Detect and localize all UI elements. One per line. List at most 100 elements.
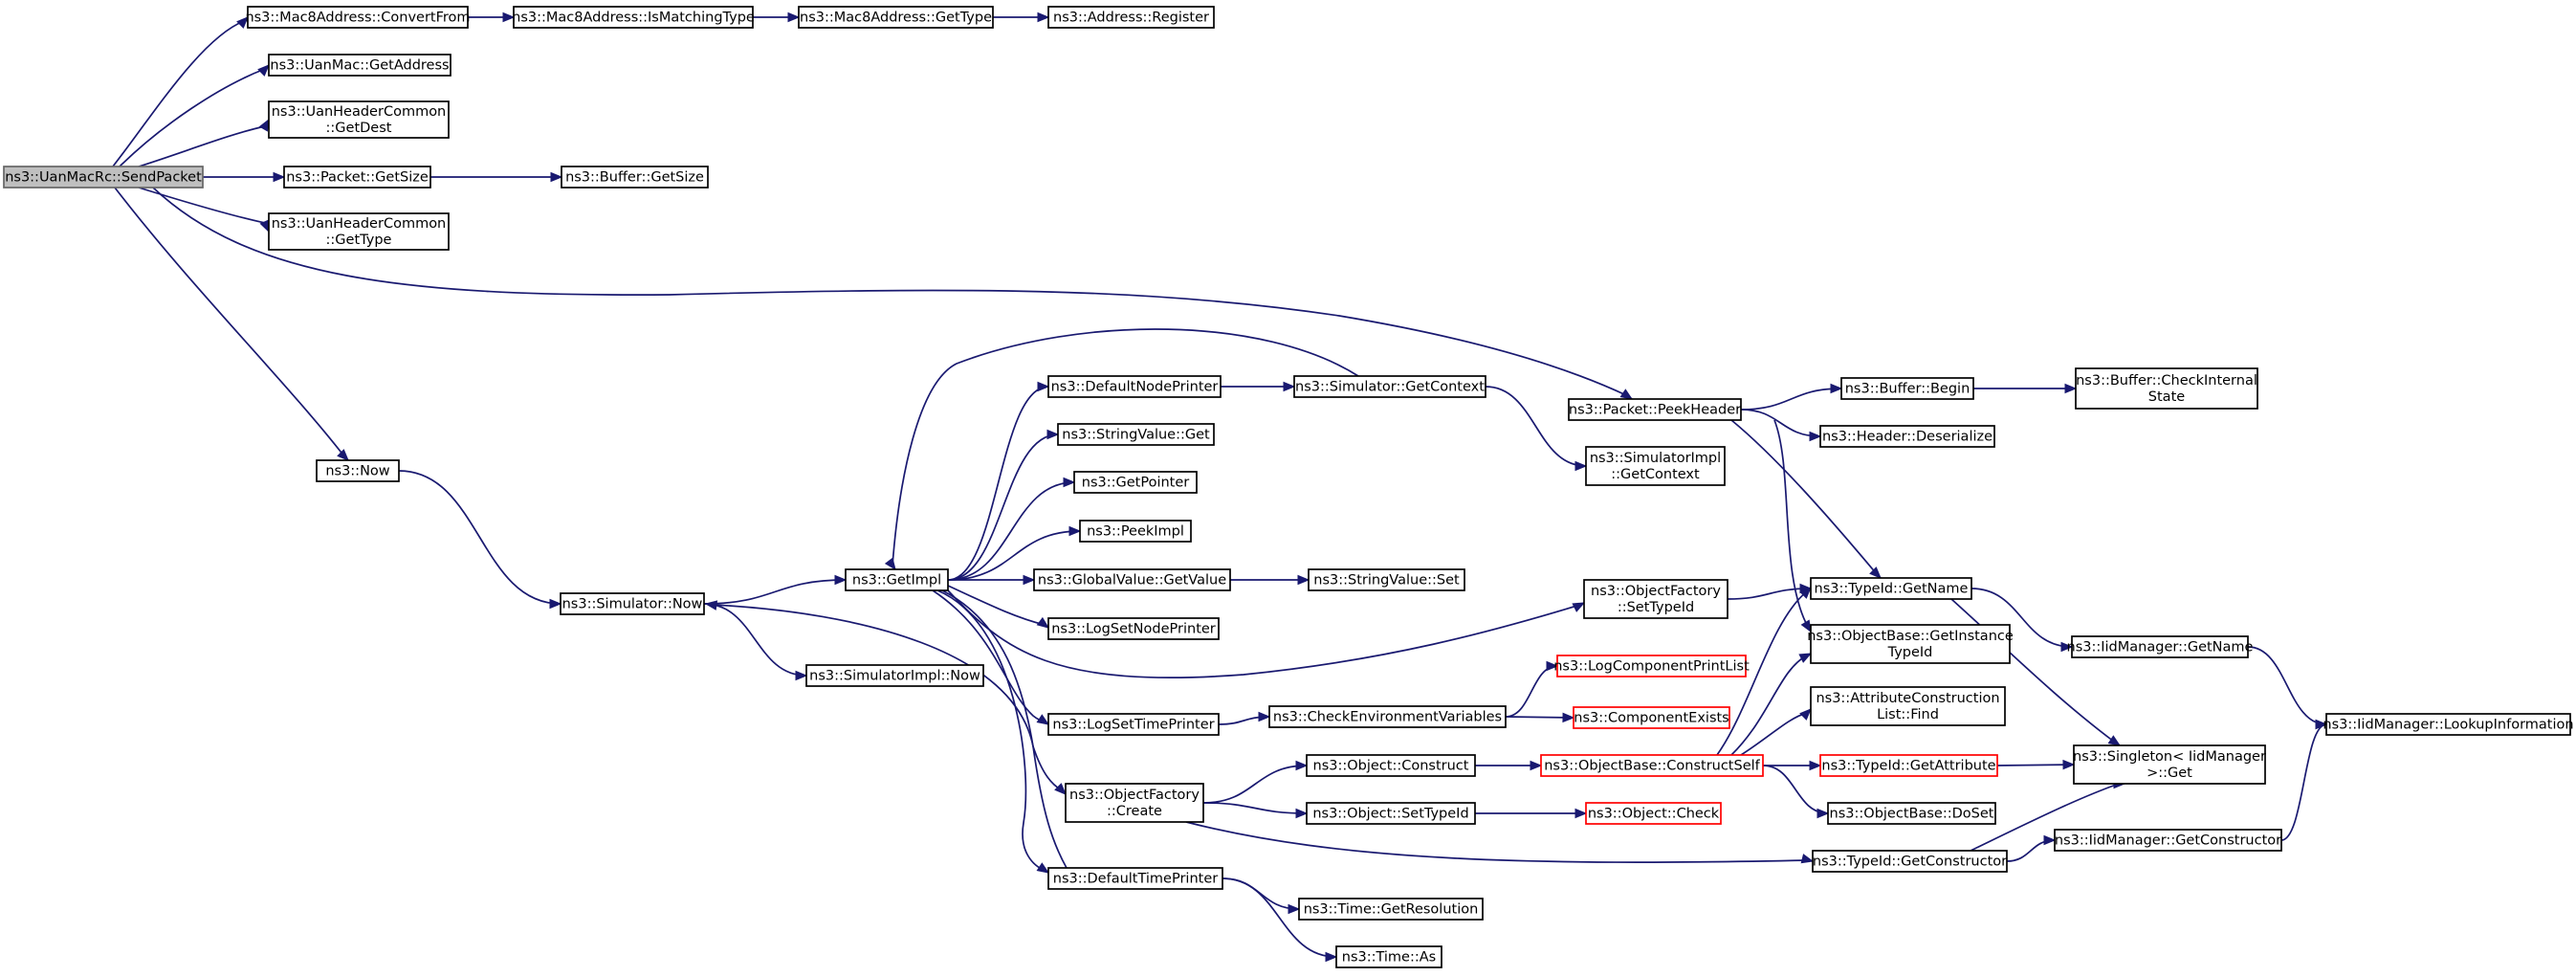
node-typeidgetctor[interactable]: ns3::TypeId::GetConstructor [1812,850,2008,873]
node-bufgetsize[interactable]: ns3::Buffer::GetSize [561,166,709,189]
node-singletonget[interactable]: ns3::Singleton< IidManager >::Get [2073,744,2266,785]
node-box[interactable] [3,166,204,189]
node-iidgetctor[interactable]: ns3::IidManager::GetConstructor [2054,829,2282,852]
node-box[interactable] [1079,520,1192,543]
node-box[interactable] [1047,375,1222,398]
node-box[interactable] [1047,867,1223,890]
node-box[interactable] [283,166,431,189]
node-box[interactable] [1065,783,1204,823]
node-uanmacgetaddr[interactable]: ns3::UanMac::GetAddress [268,54,451,77]
node-box[interactable] [1840,377,1974,400]
node-simnow[interactable]: ns3::Simulator::Now [560,592,705,615]
node-box[interactable] [1073,471,1198,494]
node-typeidgetname[interactable]: ns3::TypeId::GetName [1810,577,1972,600]
node-box[interactable] [2054,829,2282,852]
node-box[interactable] [1057,423,1215,446]
node-peekheader[interactable]: ns3::Packet::PeekHeader [1568,398,1742,421]
node-box[interactable] [268,212,450,251]
node-box[interactable] [1568,398,1742,421]
node-objsettypeid[interactable]: ns3::Object::SetTypeId [1306,802,1476,825]
node-now[interactable]: ns3::Now [316,459,400,482]
node-box[interactable] [1810,624,2011,664]
node-box[interactable] [268,54,451,77]
node-box[interactable] [268,100,450,139]
node-box[interactable] [513,6,754,29]
node-box[interactable] [1573,706,1730,729]
node-objbasedoset[interactable]: ns3::ObjectBase::DoSet [1827,802,1996,825]
node-box[interactable] [1812,850,2008,873]
node-strvalget[interactable]: ns3::StringValue::Get [1057,423,1215,446]
node-simimplgetctx[interactable]: ns3::SimulatorImpl::GetContext [1585,446,1726,486]
node-getpointer[interactable]: ns3::GetPointer [1073,471,1198,494]
node-box[interactable] [1819,425,1995,448]
node-box[interactable] [1827,802,1996,825]
node-logsetnode[interactable]: ns3::LogSetNodePrinter [1047,617,1220,640]
node-pktgetsize[interactable]: ns3::Packet::GetSize [283,166,431,189]
node-addrregister[interactable]: ns3::Address::Register [1047,6,1215,29]
node-bufbegin[interactable]: ns3::Buffer::Begin [1840,377,1974,400]
node-simgetctx[interactable]: ns3::Simulator::GetContext [1293,375,1486,398]
node-box[interactable] [1585,802,1722,825]
node-box[interactable] [1540,754,1764,777]
node-logcompprint[interactable]: ns3::LogComponentPrintList [1553,655,1750,677]
node-box[interactable] [1268,705,1507,728]
node-box[interactable] [2071,635,2249,658]
node-box[interactable] [1298,898,1484,921]
node-compexists[interactable]: ns3::ComponentExists [1573,706,1730,729]
node-timeas[interactable]: ns3::Time::As [1335,945,1442,968]
node-box[interactable] [1810,577,1972,600]
node-deftimeprinter[interactable]: ns3::DefaultTimePrinter [1047,867,1223,890]
node-box[interactable] [2073,744,2266,785]
node-checkenv[interactable]: ns3::CheckEnvironmentVariables [1268,705,1507,728]
node-box[interactable] [1556,655,1747,677]
node-timegetres[interactable]: ns3::Time::GetResolution [1298,898,1484,921]
node-iidlookup[interactable]: ns3::IidManager::LookupInformation [2323,713,2574,736]
node-strvalset[interactable]: ns3::StringValue::Set [1308,568,1465,591]
node-box[interactable] [1047,713,1220,736]
node-objcheck[interactable]: ns3::Object::Check [1585,802,1722,825]
node-hdrgetdest[interactable]: ns3::UanHeaderCommon::GetDest [268,100,450,139]
node-box[interactable] [2325,713,2571,736]
node-typeidgetattr[interactable]: ns3::TypeId::GetAttribute [1819,754,1998,777]
node-getimpl[interactable]: ns3::GetImpl [845,568,949,591]
node-box[interactable] [1033,568,1231,591]
node-box[interactable] [560,592,705,615]
node-box[interactable] [845,568,949,591]
node-simimplnow[interactable]: ns3::SimulatorImpl::Now [805,664,984,687]
node-sendpacket[interactable]: ns3::UanMacRc::SendPacket [3,166,204,189]
node-box[interactable] [805,664,984,687]
node-box[interactable] [247,6,469,29]
node-box[interactable] [1047,617,1220,640]
node-mac8gettype[interactable]: ns3::Mac8Address::GetType [798,6,994,29]
node-box[interactable] [1047,6,1215,29]
node-box[interactable] [1583,579,1728,619]
node-box[interactable] [1293,375,1486,398]
node-box[interactable] [1306,802,1476,825]
node-peekimpl[interactable]: ns3::PeekImpl [1079,520,1192,543]
node-logsettime[interactable]: ns3::LogSetTimePrinter [1047,713,1220,736]
node-box[interactable] [1308,568,1465,591]
node-objbaseconstructself[interactable]: ns3::ObjectBase::ConstructSelf [1540,754,1764,777]
node-box[interactable] [2075,367,2258,410]
node-box[interactable] [316,459,400,482]
node-mac8convert[interactable]: ns3::Mac8Address::ConvertFrom [245,6,471,29]
node-objfactcreate[interactable]: ns3::ObjectFactory::Create [1065,783,1204,823]
node-mac8match[interactable]: ns3::Mac8Address::IsMatchingType [512,6,755,29]
node-hdrdeser[interactable]: ns3::Header::Deserialize [1819,425,1995,448]
node-box[interactable] [1306,754,1476,777]
node-iidgetname[interactable]: ns3::IidManager::GetName [2067,635,2254,658]
node-hdrgettype[interactable]: ns3::UanHeaderCommon::GetType [268,212,450,251]
node-objfactsettypeid[interactable]: ns3::ObjectFactory::SetTypeId [1583,579,1728,619]
node-box[interactable] [1585,446,1726,486]
node-box[interactable] [1335,945,1442,968]
node-defnodeprinter[interactable]: ns3::DefaultNodePrinter [1047,375,1222,398]
node-box[interactable] [561,166,709,189]
node-box[interactable] [1810,686,2006,726]
node-objconstruct[interactable]: ns3::Object::Construct [1306,754,1476,777]
node-globalvalget[interactable]: ns3::GlobalValue::GetValue [1033,568,1231,591]
node-box[interactable] [1819,754,1998,777]
node-box[interactable] [798,6,994,29]
